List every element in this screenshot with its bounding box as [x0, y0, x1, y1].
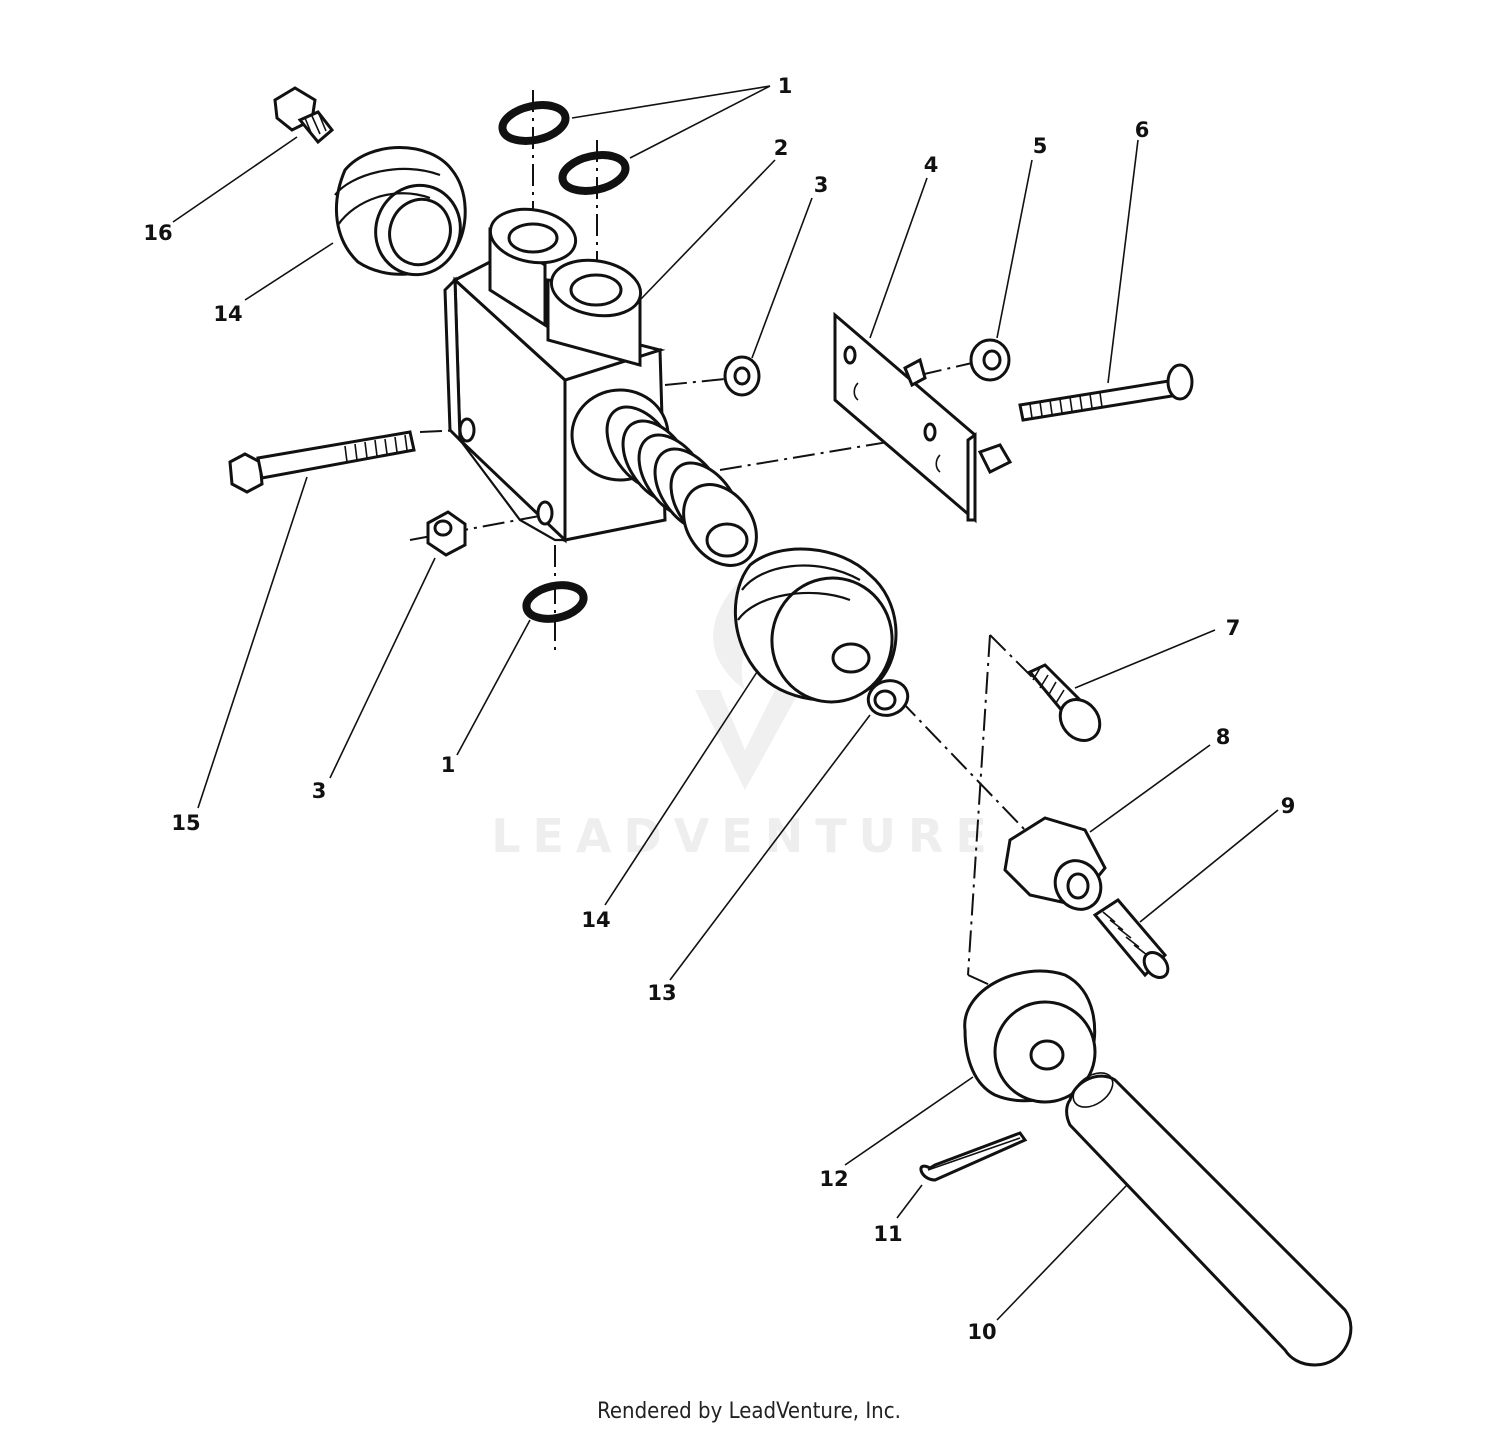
callout-2: 2: [774, 136, 789, 160]
callout-13: 13: [647, 981, 676, 1005]
callout-7: 7: [1226, 616, 1241, 640]
o-ring-1-upper-right: [558, 151, 630, 195]
valve-body-2: [443, 207, 670, 544]
callout-10: 10: [967, 1320, 996, 1344]
set-screw-9: [1092, 898, 1170, 980]
handle-10: [1065, 1072, 1353, 1367]
o-ring-1-upper-left: [498, 101, 570, 145]
bolt-15: [228, 430, 416, 494]
callout-4: 4: [924, 153, 939, 177]
plate-4: [833, 311, 1013, 524]
callout-9: 9: [1281, 794, 1296, 818]
nut-3-lower: [426, 510, 467, 557]
boot-14-lower: [734, 547, 898, 704]
callout-12: 12: [819, 1167, 848, 1191]
footer-credit: Rendered by LeadVenture, Inc.: [597, 1399, 901, 1424]
bolt-16: [273, 86, 335, 145]
callout-14-upper: 14: [213, 302, 242, 326]
callout-8: 8: [1216, 725, 1231, 749]
cotter-pin-11: [919, 1131, 1028, 1182]
callout-6: 6: [1135, 118, 1150, 142]
callout-11: 11: [873, 1222, 902, 1246]
callout-1-lower: 1: [441, 753, 456, 777]
callout-3-lower: 3: [312, 779, 327, 803]
bolt-6: [1018, 363, 1194, 422]
nut-3-upper: [723, 355, 761, 397]
callout-5: 5: [1033, 134, 1048, 158]
callout-16: 16: [143, 221, 172, 245]
spool-threads: [605, 405, 758, 567]
o-ring-1-lower: [522, 581, 588, 623]
bolt-7: [1027, 663, 1102, 742]
callout-14-lower: 14: [581, 908, 610, 932]
knob-12: [963, 969, 1097, 1104]
leader-lines: [172, 85, 1279, 1321]
callout-3-upper: 3: [814, 173, 829, 197]
callout-15: 15: [171, 811, 200, 835]
boot-14-top: [334, 146, 467, 277]
nut-5: [969, 338, 1011, 382]
bushing-13: [866, 679, 910, 717]
callout-1-upper: 1: [778, 74, 793, 98]
watermark-text: LEADVENTURE: [491, 809, 999, 863]
coupling-nut-8: [1003, 816, 1107, 911]
